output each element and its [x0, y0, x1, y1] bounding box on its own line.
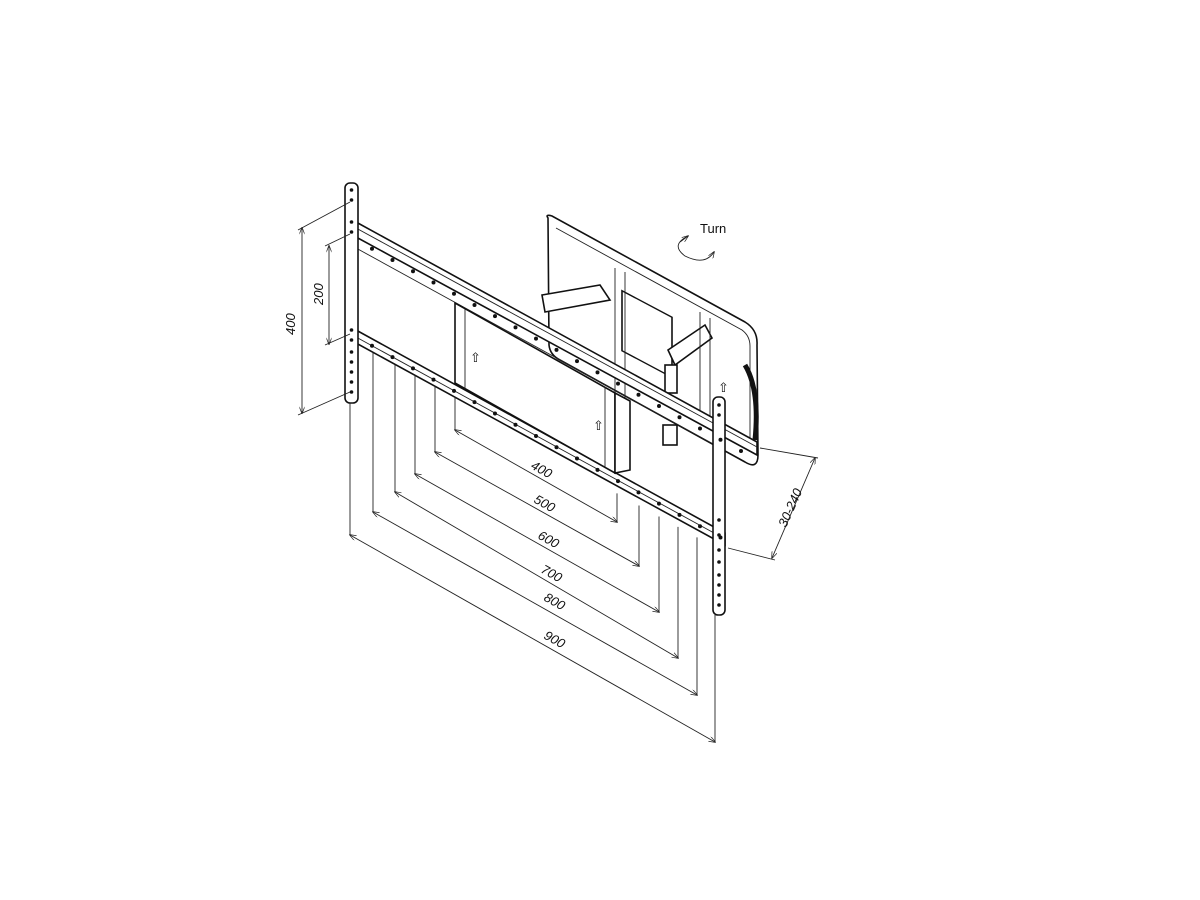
hole [616, 479, 620, 484]
hole [452, 291, 456, 296]
hole [636, 392, 641, 397]
dim-label-400-vertical: 400 [283, 313, 298, 335]
hole [431, 280, 436, 285]
hole [717, 593, 721, 597]
arrow-up-icon: ⇧ [593, 418, 604, 433]
dimension-lines [297, 201, 819, 742]
hole [431, 377, 436, 382]
dim-label-400: 400 [529, 458, 556, 482]
hole [349, 350, 354, 354]
hole [472, 302, 477, 307]
hole [349, 220, 354, 224]
hole [718, 437, 723, 442]
hole [513, 325, 518, 330]
hole [493, 314, 497, 319]
hole [595, 467, 600, 472]
hole [657, 501, 661, 506]
hole [349, 370, 354, 374]
hole [493, 411, 497, 416]
hole [717, 548, 721, 552]
vertical-bars [344, 182, 726, 616]
hole [534, 434, 538, 438]
dimension-line [373, 512, 697, 695]
hole [717, 603, 721, 607]
hole [349, 188, 354, 192]
hole [698, 426, 702, 431]
hole [698, 524, 702, 529]
hole [411, 269, 415, 274]
arrow-up-icon: ⇧ [718, 380, 729, 395]
hole [739, 448, 743, 453]
dimension-line [350, 535, 715, 742]
arrow-up-icon: ⇧ [470, 350, 481, 365]
hole [717, 583, 721, 587]
hole [390, 258, 395, 263]
hole [595, 370, 600, 375]
hole [575, 359, 579, 364]
hole [636, 490, 641, 495]
hole [677, 415, 682, 420]
hole [717, 573, 721, 577]
hole [717, 533, 721, 537]
hole [534, 336, 538, 341]
dim-label-600: 600 [536, 528, 563, 552]
hole [370, 343, 374, 348]
hole [717, 518, 721, 522]
dim-label-700: 700 [539, 562, 566, 586]
turn-label: Turn [700, 221, 726, 236]
hole [452, 388, 456, 393]
hole [349, 198, 354, 202]
hole [554, 445, 559, 450]
turn-rotation-icon [677, 236, 714, 261]
dim-label-900: 900 [542, 628, 569, 652]
hole [554, 347, 559, 352]
hole [349, 380, 354, 384]
dim-label-depth: 30-240 [775, 485, 805, 529]
hole [349, 328, 354, 332]
hole [349, 230, 354, 234]
hole [349, 390, 354, 394]
dim-label-200-vertical: 200 [311, 283, 326, 306]
hole [349, 338, 354, 342]
wall-plate-assembly [541, 214, 759, 470]
hole [390, 355, 395, 360]
hole [513, 422, 518, 427]
hole [657, 404, 661, 409]
hole [717, 560, 721, 564]
hole [575, 456, 579, 461]
hole [411, 366, 415, 371]
hole [370, 246, 374, 251]
hole [717, 413, 721, 417]
hole [677, 512, 682, 517]
hole [349, 360, 354, 364]
dim-label-500: 500 [532, 492, 559, 516]
dimension-line [395, 492, 678, 658]
hole [616, 381, 620, 386]
hole [717, 403, 721, 407]
hole [472, 400, 477, 405]
